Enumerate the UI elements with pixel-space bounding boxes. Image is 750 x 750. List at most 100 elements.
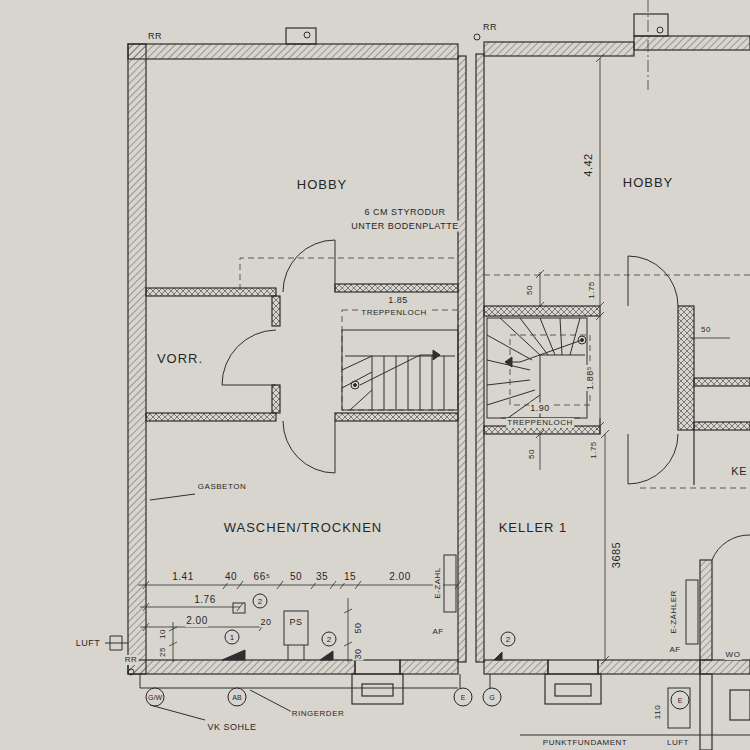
light-well xyxy=(634,14,668,36)
stair-steps xyxy=(342,356,455,410)
downpipe xyxy=(304,32,310,38)
meter-box xyxy=(444,555,456,612)
leader-line xyxy=(460,674,490,688)
room-area: VORR. xyxy=(146,296,272,413)
plan-label: PS xyxy=(288,617,303,628)
foundation-line xyxy=(140,674,458,688)
arrowhead xyxy=(433,350,440,360)
foundation xyxy=(668,688,690,728)
dimension-tick xyxy=(536,54,609,664)
light-well xyxy=(286,28,316,44)
dimension-text: 1.75 xyxy=(589,440,599,460)
dimension-line xyxy=(138,585,458,627)
downpipe xyxy=(474,34,480,40)
plan-label: 1.85 xyxy=(387,295,409,306)
stair-steps xyxy=(487,318,585,418)
light-well xyxy=(352,674,403,704)
stair-start xyxy=(578,336,586,344)
plan-label: VK SOHLE xyxy=(206,722,257,733)
light-well xyxy=(362,684,393,696)
plan-label: AF xyxy=(668,645,681,655)
step xyxy=(700,674,712,750)
interior-wall xyxy=(484,306,600,316)
plan-label: RR xyxy=(482,22,498,33)
dimensions xyxy=(138,54,730,664)
plan-label: 1.76 xyxy=(193,594,216,606)
foundation-line xyxy=(520,735,750,736)
window xyxy=(548,660,598,674)
plan-label: 1.90 xyxy=(529,403,551,414)
plan-label: UNTER BODENPLATTE xyxy=(350,221,459,232)
dimension-text: 30 xyxy=(353,647,364,660)
dimension-text: E-ZÄHLER xyxy=(669,589,679,635)
hidden-lines xyxy=(240,0,750,488)
stair-opening xyxy=(510,335,590,405)
callout-number: 2 xyxy=(501,632,516,647)
socket-symbol xyxy=(233,603,245,613)
plan-label: 2.00 xyxy=(388,571,411,583)
room-name: HOBBY xyxy=(295,177,350,192)
plan-label: 2.00 xyxy=(185,615,208,627)
room-name: KELLER 1 xyxy=(497,520,570,535)
plan-label: 50 xyxy=(289,571,303,583)
outer-wall xyxy=(484,42,634,56)
plan-label: 35 xyxy=(315,571,329,583)
pump-legs xyxy=(288,645,304,660)
dimension-text: 50 xyxy=(353,621,364,634)
socket-symbol xyxy=(222,650,245,660)
party-wall xyxy=(458,56,466,662)
plan-label: PUNKTFUNDAMENT xyxy=(542,738,628,748)
dimension-tick xyxy=(169,609,352,646)
plan-label: KE xyxy=(730,465,748,478)
plan-label: 20 xyxy=(259,617,272,628)
dimension-text: 1.75 xyxy=(587,280,597,300)
plan-label: 50 xyxy=(700,325,712,335)
plan-label: 40 xyxy=(224,571,238,583)
room-area: KELLER 1 xyxy=(484,434,700,660)
slab-edge xyxy=(240,258,458,290)
callout-number: E xyxy=(454,688,473,707)
plan-label: 6 CM STYRODUR xyxy=(363,207,446,218)
plan-label: TREPPENLOCH xyxy=(506,418,574,428)
leader-line xyxy=(150,494,195,500)
plan-label: 1.41 xyxy=(171,571,194,583)
stair xyxy=(487,318,587,418)
interior-wall xyxy=(146,288,276,296)
outer-wall xyxy=(400,660,458,674)
interior-wall xyxy=(693,430,694,485)
door-swing xyxy=(712,535,750,560)
plan-label: GASBETON xyxy=(197,482,247,492)
plan-label: 66⁵ xyxy=(253,571,272,583)
dimension-text: 50 xyxy=(525,284,535,296)
interior-wall xyxy=(272,385,280,413)
callout-number: 2 xyxy=(322,632,337,647)
door-swing xyxy=(283,421,335,473)
dimension-text: 4.42 xyxy=(582,152,595,177)
outer-wall xyxy=(598,660,700,674)
callout-number: AB xyxy=(228,688,247,707)
stair-start xyxy=(354,384,357,387)
socket-symbol xyxy=(320,651,333,660)
slab-edge xyxy=(640,488,750,489)
callout-number: 1 xyxy=(225,630,240,645)
callout-number: G xyxy=(483,688,502,707)
socket-symbol xyxy=(494,652,502,660)
interior-wall xyxy=(272,296,280,326)
interior-wall xyxy=(146,413,276,421)
room-area: HOBBY xyxy=(484,56,750,272)
dimension-text: 110 xyxy=(653,704,663,720)
axis-line xyxy=(648,0,649,90)
plan-label: AF xyxy=(431,627,444,637)
step xyxy=(730,690,750,720)
light-well xyxy=(555,684,591,696)
door-swing xyxy=(222,330,276,385)
fixtures xyxy=(105,27,750,735)
dimension-tick xyxy=(143,581,461,631)
slab-edge xyxy=(484,275,750,276)
walls xyxy=(128,14,750,750)
downpipe xyxy=(657,27,663,33)
interior-wall xyxy=(700,560,712,660)
room-name: HOBBY xyxy=(621,175,676,190)
